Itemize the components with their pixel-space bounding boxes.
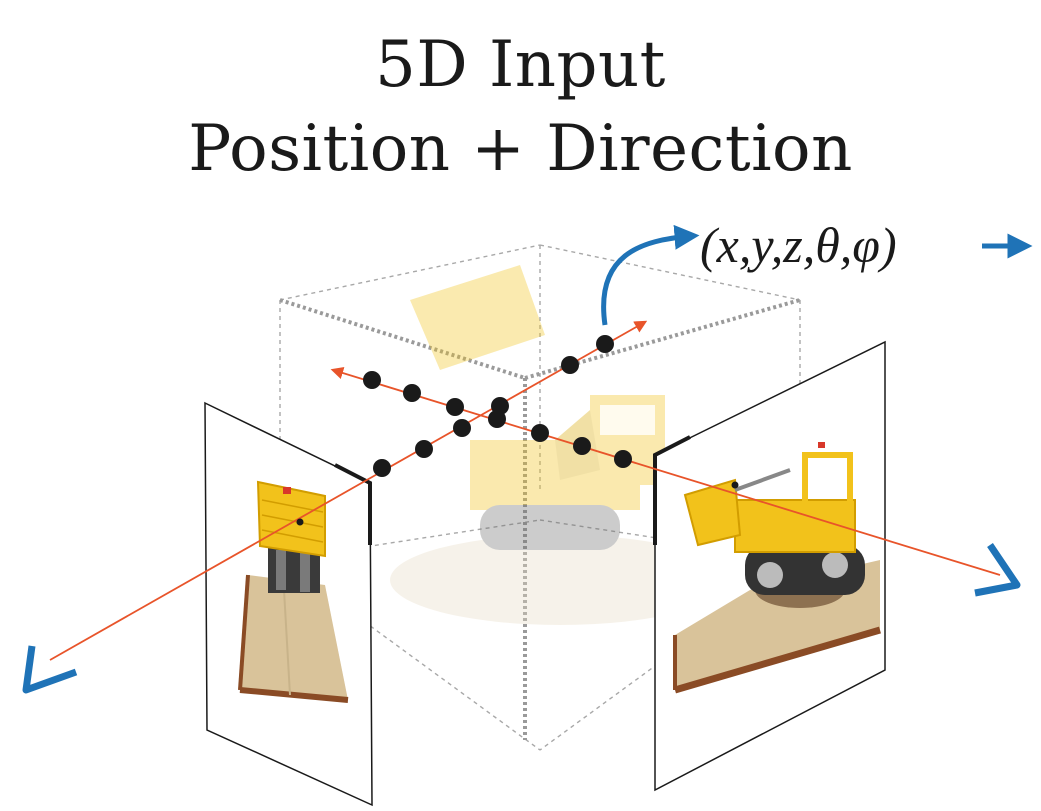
- sample-point: [446, 398, 464, 416]
- sample-point: [363, 371, 381, 389]
- sample-point: [403, 384, 421, 402]
- ray-right: [330, 366, 1001, 576]
- sample-point: [415, 440, 433, 458]
- scene-bulldozer-ghost: [390, 265, 730, 625]
- sample-point: [561, 356, 579, 374]
- left-image-plane: [204, 401, 373, 807]
- sample-point: [731, 481, 739, 489]
- left-plane-bracket: [334, 463, 372, 545]
- right-plane-bracket: [653, 435, 691, 545]
- sample-point: [373, 459, 391, 477]
- sample-point: [596, 335, 614, 353]
- sample-point: [531, 424, 549, 442]
- right-image-plane: [654, 340, 886, 792]
- query-arrow: [601, 224, 700, 326]
- sample-point: [453, 419, 471, 437]
- input-coordinates-label: (x,y,z,θ,φ): [700, 217, 897, 273]
- sample-point: [614, 450, 632, 468]
- sample-point: [296, 518, 304, 526]
- camera-eye-left-icon: [22, 645, 78, 694]
- ray-right-samples: [363, 371, 739, 489]
- sample-point: [573, 437, 591, 455]
- title-line-2: Position + Direction: [188, 112, 853, 186]
- sample-point: [488, 410, 506, 428]
- cube-front-edges: [279, 298, 801, 740]
- ray-left: [49, 320, 648, 661]
- camera-eye-right-icon: [974, 543, 1021, 597]
- ray-left-samples: [296, 335, 614, 526]
- title-line-1: 5D Input: [375, 28, 666, 102]
